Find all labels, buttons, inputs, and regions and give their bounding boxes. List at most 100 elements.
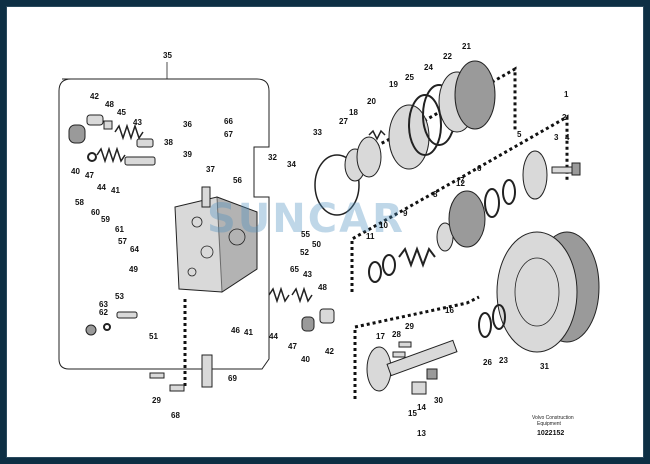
part-42b xyxy=(319,308,335,324)
bolt-4 xyxy=(571,162,581,176)
shaft-16 xyxy=(386,339,458,377)
part-48 xyxy=(103,120,113,130)
callout-label: 53 xyxy=(115,292,124,301)
callout-label: 23 xyxy=(499,356,508,365)
disc-18 xyxy=(356,136,382,178)
callout-label: 9 xyxy=(403,209,408,218)
ring-47 xyxy=(87,152,97,162)
callout-label: 15 xyxy=(408,409,417,418)
callout-label: 66 xyxy=(224,117,233,126)
part-52 xyxy=(85,324,97,336)
spring-45 xyxy=(114,123,144,141)
part-43 xyxy=(136,138,154,148)
disc-21 xyxy=(454,60,496,130)
part-29 xyxy=(398,341,412,348)
callout-label: 25 xyxy=(405,73,414,82)
ring-62 xyxy=(103,323,111,331)
callout-label: 45 xyxy=(117,108,126,117)
callout-label: 47 xyxy=(288,342,297,351)
spring-43b xyxy=(291,286,313,304)
oring-33 xyxy=(314,154,360,216)
callout-label: 16 xyxy=(445,306,454,315)
callout-label: 19 xyxy=(389,80,398,89)
callout-label: 29 xyxy=(152,396,161,405)
callout-label: 8 xyxy=(433,190,438,199)
callout-label: 48 xyxy=(105,100,114,109)
part-37 xyxy=(201,186,211,208)
callout-label: 20 xyxy=(367,97,376,106)
callout-label: 28 xyxy=(392,330,401,339)
callout-label: 62 xyxy=(99,308,108,317)
callout-label: 14 xyxy=(417,403,426,412)
callout-label: 18 xyxy=(349,108,358,117)
part-42 xyxy=(86,114,104,126)
block-hole-2 xyxy=(200,245,214,259)
part-40b xyxy=(301,316,315,332)
part-40 xyxy=(68,124,86,144)
part-29-left xyxy=(149,372,165,379)
ring-5 xyxy=(502,179,516,205)
footer-drawing-number: 1022152 xyxy=(537,430,564,437)
ring-23 xyxy=(492,304,506,330)
callout-label: 59 xyxy=(101,215,110,224)
callout-label: 58 xyxy=(75,198,84,207)
disc-6 xyxy=(522,150,548,200)
ring-25 xyxy=(408,94,442,156)
callout-label: 27 xyxy=(339,117,348,126)
bolt-3 xyxy=(551,166,575,174)
callout-label: 63 xyxy=(99,300,108,309)
ring-11 xyxy=(368,261,382,283)
callout-label: 21 xyxy=(462,42,471,51)
callout-label: 47 xyxy=(85,171,94,180)
spring-20 xyxy=(368,129,386,141)
callout-label: 41 xyxy=(244,328,253,337)
callout-label: 34 xyxy=(287,160,296,169)
callout-label: 41 xyxy=(111,186,120,195)
callout-label: 32 xyxy=(268,153,277,162)
callout-label: 42 xyxy=(90,92,99,101)
callout-label: 57 xyxy=(118,237,127,246)
part-30 xyxy=(426,368,438,380)
callout-label: 11 xyxy=(366,232,375,241)
housing-31 xyxy=(496,231,578,353)
block-hole-3 xyxy=(228,228,246,246)
callout-label: 30 xyxy=(434,396,443,405)
callout-label: 44 xyxy=(269,332,278,341)
callout-label: 33 xyxy=(313,128,322,137)
spring-44b xyxy=(268,286,290,304)
callout-label: 3 xyxy=(554,133,559,142)
ring-10 xyxy=(382,254,396,276)
watermark: SUNCAR xyxy=(207,196,405,242)
ring-12 xyxy=(484,188,500,218)
callout-label: 26 xyxy=(483,358,492,367)
callout-label: 64 xyxy=(130,245,139,254)
block-hole-1 xyxy=(191,216,203,228)
callout-label: 46 xyxy=(231,326,240,335)
callout-label: 49 xyxy=(129,265,138,274)
part-69 xyxy=(201,354,213,388)
callout-label: 31 xyxy=(540,362,549,371)
callout-label: 51 xyxy=(149,332,158,341)
group-outline-35 xyxy=(58,78,270,370)
callout-label: 7 xyxy=(460,176,465,185)
callout-label: 38 xyxy=(164,138,173,147)
block-hole-4 xyxy=(187,267,197,277)
callout-label: 43 xyxy=(303,270,312,279)
footer-brand-line2: Equipment xyxy=(537,421,562,427)
ring-26 xyxy=(478,312,492,338)
callout-label: 6 xyxy=(477,164,482,173)
dashed-bracket-bottom xyxy=(353,295,480,399)
callout-label: 5 xyxy=(517,130,522,139)
callout-label: 29 xyxy=(405,322,414,331)
callout-label: 44 xyxy=(97,183,106,192)
spring-44 xyxy=(96,146,126,164)
callout-label: 22 xyxy=(443,52,452,61)
valve-block-face xyxy=(216,196,258,293)
callout-label: 39 xyxy=(183,150,192,159)
callout-label: 60 xyxy=(91,208,100,217)
part-53 xyxy=(116,311,138,319)
callout-label: 55 xyxy=(301,230,310,239)
